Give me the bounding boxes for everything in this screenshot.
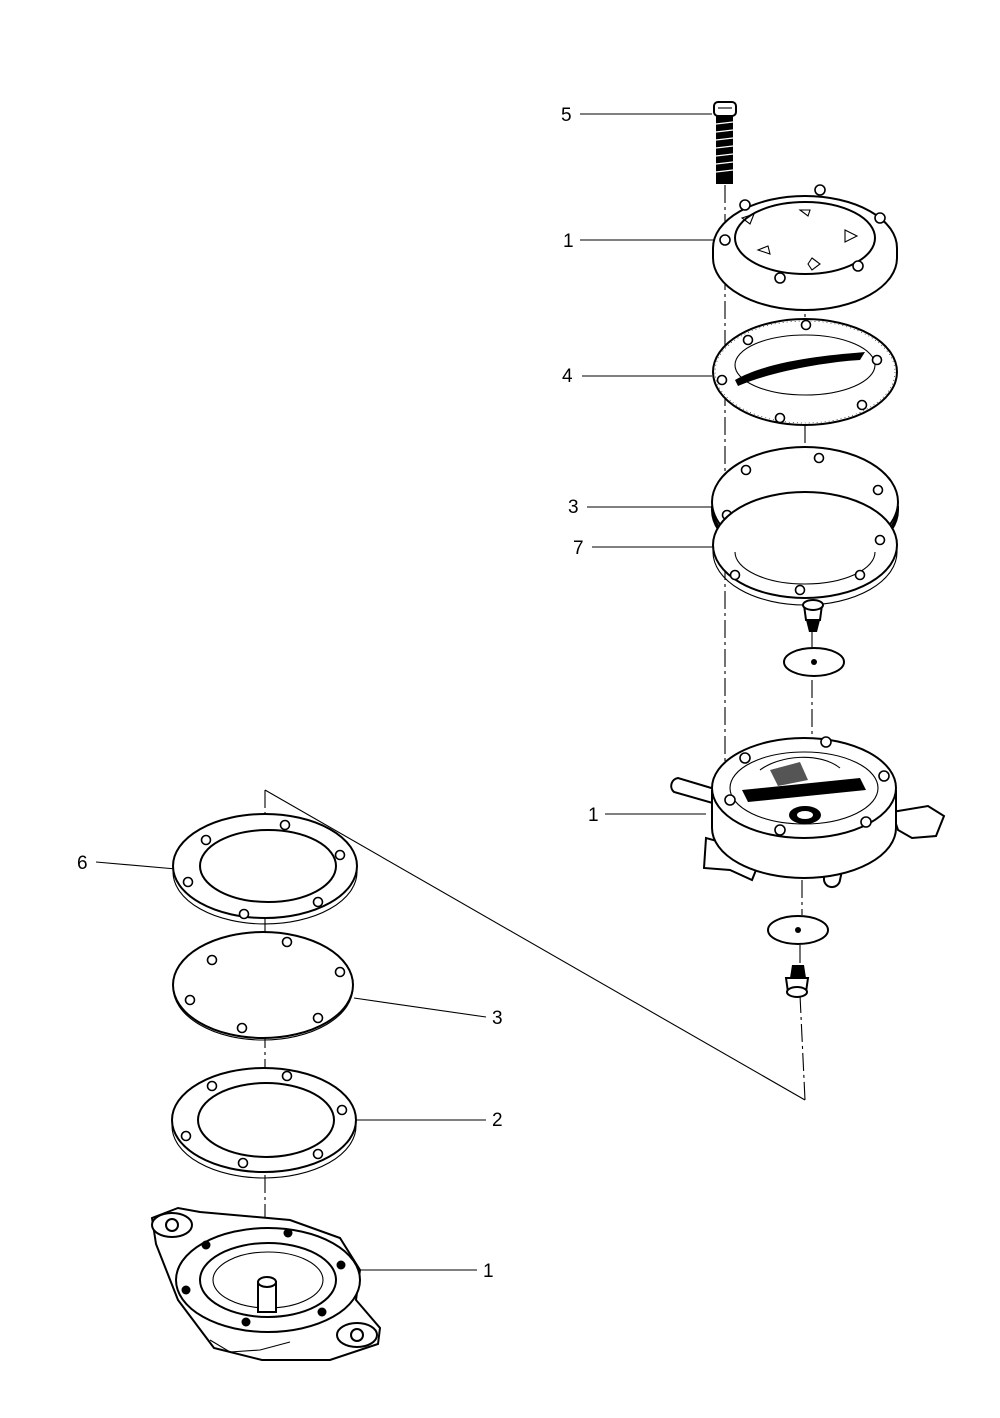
callout-3-upper: 3: [568, 497, 712, 518]
callout-1-base: 1: [358, 1261, 494, 1282]
valve-disc-upper: [783, 647, 845, 677]
svg-text:4: 4: [562, 366, 573, 387]
svg-text:1: 1: [563, 231, 574, 252]
base-housing-part-1: [150, 1206, 382, 1361]
valve-retainer-lower: [784, 965, 810, 998]
svg-text:1: 1: [483, 1261, 494, 1282]
callout-5: 5: [561, 105, 712, 126]
svg-text:5: 5: [561, 105, 572, 126]
svg-text:7: 7: [573, 538, 584, 559]
callout-3-lower: 3: [353, 997, 503, 1029]
callout-4: 4: [562, 366, 712, 387]
svg-text:6: 6: [77, 853, 88, 874]
top-cover-part-1: [712, 184, 898, 311]
pump-body-part-1: [670, 736, 946, 889]
gasket-part-4: [712, 318, 898, 426]
svg-text:3: 3: [568, 497, 579, 518]
svg-text:2: 2: [492, 1110, 503, 1131]
gasket-part-6: [172, 813, 358, 925]
svg-text:3: 3: [492, 1008, 503, 1029]
gasket-ring-part-7: [711, 491, 899, 606]
svg-text:1: 1: [588, 805, 599, 826]
gasket-part-2: [171, 1067, 357, 1179]
diaphragm-part-3-lower: [172, 931, 354, 1041]
callout-1-body: 1: [588, 805, 706, 826]
valve-retainer-upper: [802, 599, 824, 632]
callout-6: 6: [77, 853, 177, 874]
screw-part-5: [713, 101, 737, 184]
callout-7: 7: [573, 538, 714, 559]
callout-2: 2: [356, 1110, 503, 1131]
callout-1-cover: 1: [563, 231, 716, 252]
valve-disc-lower: [767, 915, 829, 945]
